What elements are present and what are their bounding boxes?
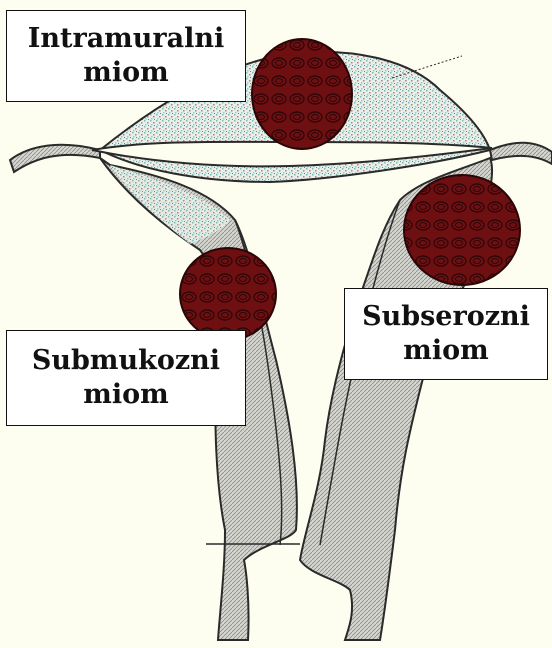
right-fallopian-tube [490,143,552,164]
subserous-label-line2: miom [403,334,488,368]
intramural-fibroid [252,39,352,149]
subserous-fibroid [404,175,520,285]
submucous-fibroid [180,248,276,340]
subserous-fibroid-label: Subserozni miom [344,288,548,380]
left-fallopian-tube [10,145,100,172]
intramural-fibroid-label: Intramuralni miom [6,10,246,102]
submucous-label-line2: miom [83,378,168,412]
submucous-label-line1: Submukozni [32,344,220,378]
intramural-label-line1: Intramuralni [28,22,225,56]
submucous-fibroid-label: Submukozni miom [6,330,246,426]
subserous-label-line1: Subserozni [362,300,530,334]
intramural-label-line2: miom [83,56,168,90]
